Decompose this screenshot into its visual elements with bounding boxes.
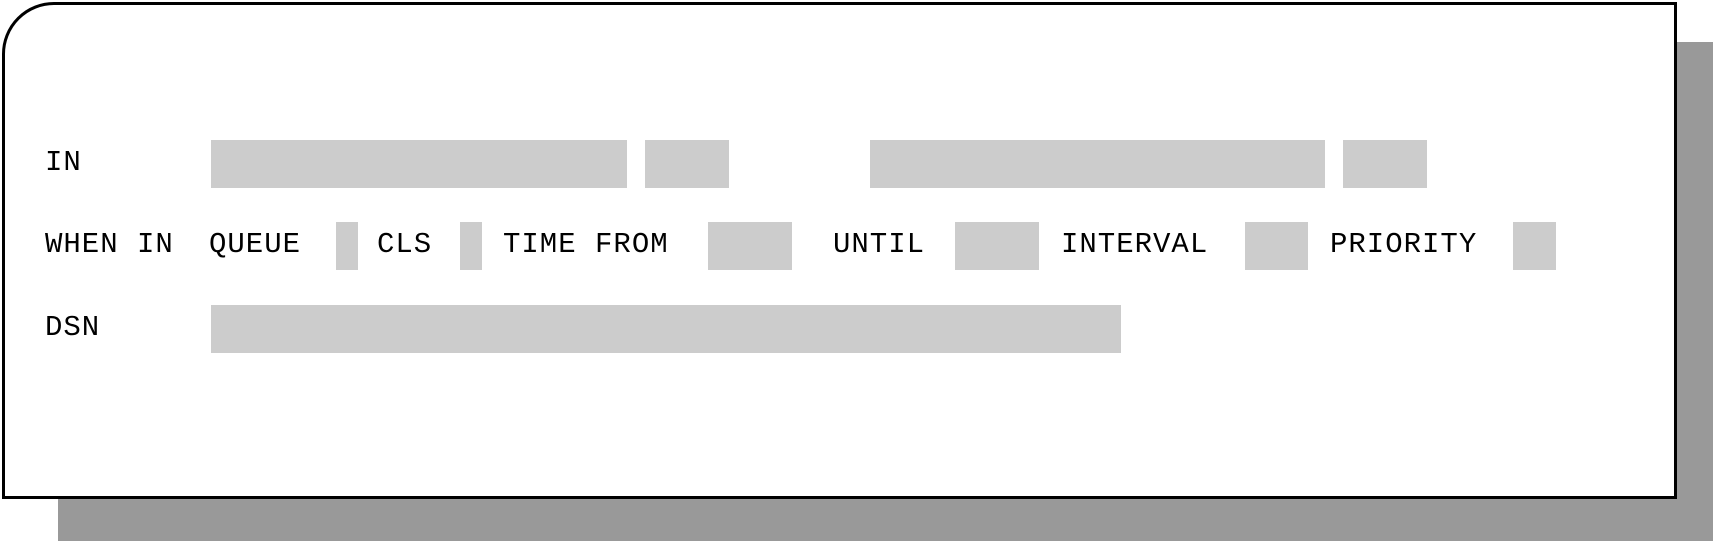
cls-label: CLS bbox=[377, 228, 433, 261]
in-statement-panel: IN WHEN IN QUEUE CLS TIME FROM UNTIL INT… bbox=[2, 2, 1677, 499]
in-name-field[interactable] bbox=[211, 140, 627, 188]
dsn-label: DSN bbox=[45, 311, 101, 344]
dsn-field[interactable] bbox=[211, 305, 1121, 353]
cls-field[interactable] bbox=[460, 222, 482, 270]
in-name-field-2[interactable] bbox=[870, 140, 1325, 188]
queue-label: QUEUE bbox=[209, 228, 302, 261]
until-field[interactable] bbox=[955, 222, 1039, 270]
in-label: IN bbox=[45, 146, 82, 179]
priority-label: PRIORITY bbox=[1330, 228, 1478, 261]
interval-field[interactable] bbox=[1245, 222, 1308, 270]
priority-field[interactable] bbox=[1513, 222, 1556, 270]
in-short-field-2[interactable] bbox=[1343, 140, 1427, 188]
until-label: UNTIL bbox=[833, 228, 926, 261]
interval-label: INTERVAL bbox=[1061, 228, 1209, 261]
when-in-label: WHEN IN bbox=[45, 228, 174, 261]
queue-field[interactable] bbox=[336, 222, 358, 270]
time-from-label: TIME FROM bbox=[503, 228, 669, 261]
time-from-field[interactable] bbox=[708, 222, 792, 270]
in-short-field[interactable] bbox=[645, 140, 729, 188]
